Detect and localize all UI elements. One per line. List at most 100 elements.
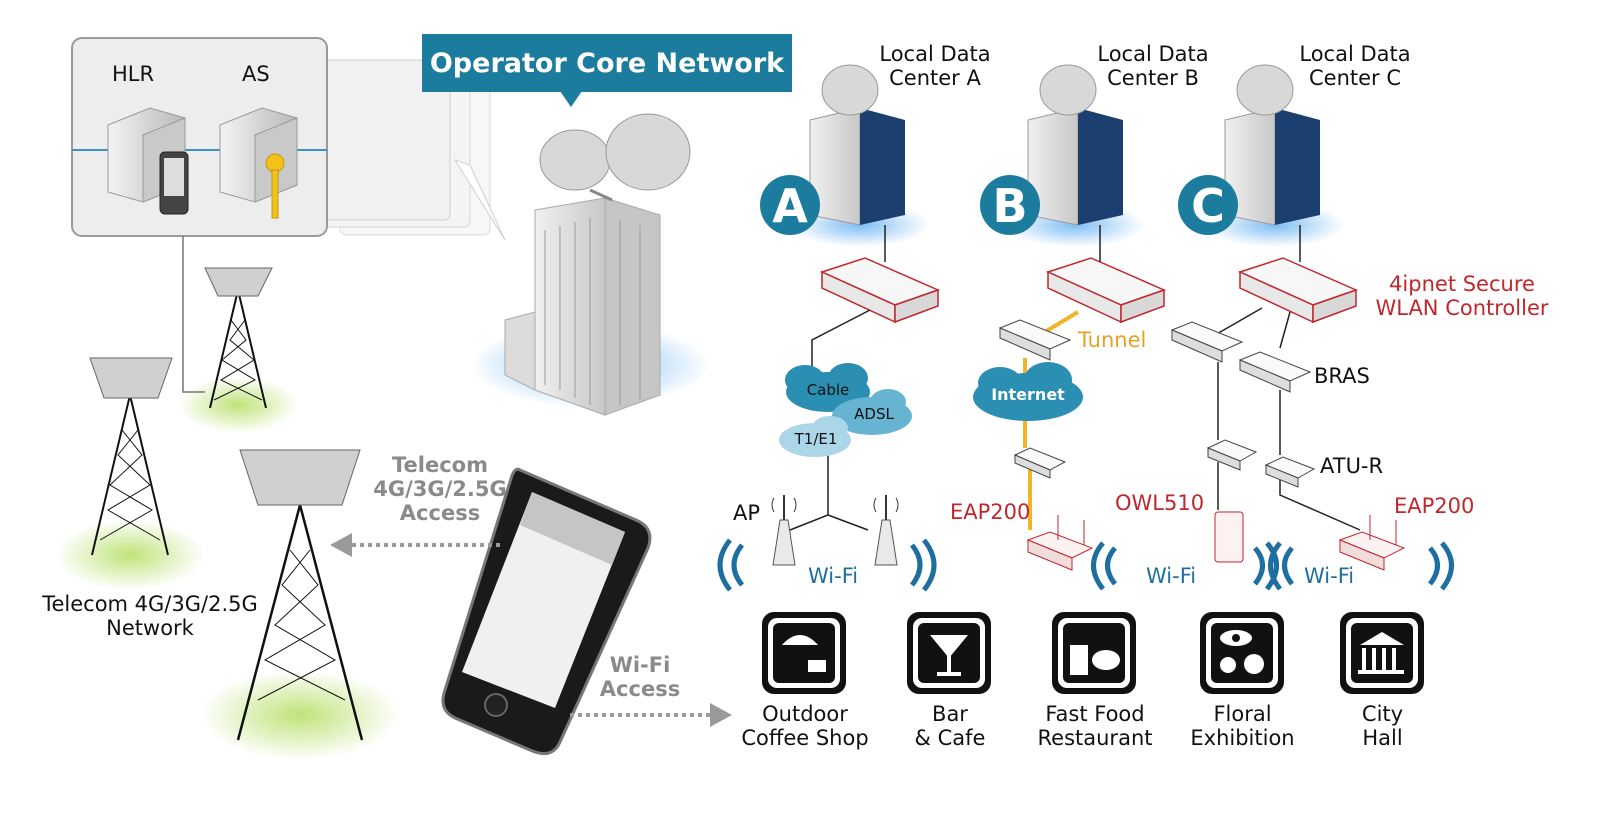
- datacenter-b-letter: B: [992, 179, 1028, 233]
- wifi-label-a: Wi-Fi: [808, 564, 859, 588]
- telecom-access-label: Telecom 4G/3G/2.5G Access: [360, 453, 520, 525]
- network-links: [789, 225, 1361, 531]
- internet-label: Internet: [991, 385, 1065, 404]
- internet-modem-icon: [1013, 447, 1067, 479]
- core-link-line: [182, 236, 205, 393]
- city-hall-icon: [1340, 612, 1424, 694]
- c-switch-icon: [1170, 321, 1244, 363]
- wlan-controller-c-icon: [1237, 257, 1359, 324]
- tunnel-label: Tunnel: [1078, 328, 1147, 352]
- owl510-label: OWL510: [1115, 491, 1205, 515]
- adsl-label: ADSL: [854, 405, 894, 423]
- telecom-access-arrow: [330, 533, 500, 557]
- venue-label-coffee-shop: Outdoor Coffee Shop: [725, 702, 885, 750]
- controller-label-line2: WLAN Controller: [1375, 296, 1549, 321]
- flower-eye-icon: [1200, 612, 1284, 694]
- eap200-right-label: EAP200: [1394, 494, 1475, 518]
- wifi-access-arrow: [570, 703, 732, 727]
- wifi-access-label: Wi-Fi Access: [590, 653, 690, 701]
- venue-cityhall-line1: City: [1361, 702, 1404, 726]
- wifi-waves-b: [1091, 541, 1279, 591]
- callout-pointer: [560, 91, 582, 107]
- venue-fastfood-line2: Restaurant: [1037, 726, 1153, 751]
- datacenter-a-icon: [760, 64, 930, 247]
- datacenter-c-label: Local Data Center C: [1280, 42, 1430, 90]
- datacenter-b-icon: [980, 64, 1145, 247]
- datacenter-c-label-line2: Center C: [1308, 66, 1402, 91]
- controller-label-line1: 4ipnet Secure: [1389, 272, 1535, 296]
- operator-core-network-title: Operator Core Network: [422, 34, 792, 92]
- telecom-tower-large-icon: [200, 449, 400, 760]
- hlr-label: HLR: [112, 62, 155, 86]
- wlan-controller-b-icon: [1045, 257, 1167, 324]
- martini-glass-icon: [907, 612, 991, 694]
- datacenter-b-label: Local Data Center B: [1078, 42, 1228, 90]
- wlan-controller-a-icon: [819, 257, 941, 324]
- bras-label: BRAS: [1314, 364, 1370, 388]
- telecom-tower-medium-icon: [55, 357, 205, 590]
- datacenter-c-letter: C: [1191, 179, 1225, 233]
- as-server-icon: [219, 107, 298, 219]
- datacenter-c-icon: [1178, 64, 1345, 247]
- venue-label-fast-food: Fast Food Restaurant: [1020, 702, 1170, 750]
- fast-food-icon: [1052, 612, 1136, 694]
- telecom-access-line1: Telecom: [392, 453, 488, 477]
- datacenter-b-label-line2: Center B: [1107, 66, 1199, 91]
- datacenter-a-label-line2: Center A: [889, 66, 981, 91]
- ap-left-icon: [771, 495, 797, 566]
- venue-floral-line2: Exhibition: [1190, 726, 1295, 751]
- adsl-cloud: [832, 389, 912, 435]
- core-building-icon: [470, 113, 710, 416]
- tunnel-switch-icon: [998, 319, 1072, 361]
- bras-icon: [1238, 351, 1312, 393]
- eap200-left-icon: [1026, 515, 1094, 571]
- t1e1-label: T1/E1: [794, 430, 838, 448]
- wifi-label-c: Wi-Fi: [1304, 564, 1355, 588]
- controller-label: 4ipnet Secure WLAN Controller: [1362, 272, 1562, 320]
- venue-coffee-line2: Coffee Shop: [741, 726, 869, 751]
- wifi-access-line2: Access: [599, 677, 681, 702]
- venue-coffee-line1: Outdoor: [762, 702, 848, 726]
- telecom-access-line3: Access: [399, 501, 481, 526]
- hlr-server-icon: [107, 107, 189, 215]
- atu-r-modem-icon: [1264, 456, 1316, 488]
- cable-cloud: [785, 363, 870, 412]
- eap200-left-label: EAP200: [950, 500, 1031, 524]
- datacenter-c-label-line1: Local Data: [1299, 42, 1411, 66]
- venue-label-city-hall: City Hall: [1330, 702, 1435, 750]
- smartphone-icon: [441, 467, 652, 756]
- venue-bar-line2: & Cafe: [914, 726, 986, 751]
- datacenter-a-label: Local Data Center A: [860, 42, 1010, 90]
- wifi-waves-a: [717, 538, 937, 592]
- datacenter-b-label-line1: Local Data: [1097, 42, 1209, 66]
- telecom-access-line2: 4G/3G/2.5G: [373, 477, 507, 502]
- as-label: AS: [242, 62, 270, 86]
- cable-label: Cable: [806, 381, 850, 399]
- venue-fastfood-line1: Fast Food: [1045, 702, 1145, 726]
- internet-cloud: [973, 362, 1083, 421]
- venue-floral-line1: Floral: [1213, 702, 1272, 726]
- t1e1-cloud: [779, 416, 851, 457]
- wifi-label-b: Wi-Fi: [1146, 564, 1197, 588]
- wifi-waves-c: [1268, 541, 1454, 591]
- telecom-network-line2: Network: [106, 616, 194, 641]
- ap-label: AP: [733, 501, 761, 525]
- atu-r-label: ATU-R: [1320, 454, 1384, 478]
- venue-label-bar: Bar & Cafe: [880, 702, 1020, 750]
- datacenter-a-label-line1: Local Data: [879, 42, 991, 66]
- coffee-umbrella-icon: [762, 612, 846, 694]
- venue-label-floral: Floral Exhibition: [1170, 702, 1315, 750]
- owl-modem-icon: [1206, 439, 1258, 471]
- venue-bar-line1: Bar: [932, 702, 968, 726]
- owl510-icon: [1214, 511, 1244, 563]
- venue-cityhall-line2: Hall: [1362, 726, 1403, 751]
- telecom-network-label: Telecom 4G/3G/2.5G Network: [20, 592, 280, 640]
- telecom-tower-small-icon: [178, 267, 298, 433]
- datacenter-a-letter: A: [772, 179, 808, 233]
- telecom-network-line1: Telecom 4G/3G/2.5G: [42, 592, 258, 616]
- eap200-right-icon: [1338, 515, 1406, 571]
- wifi-access-line1: Wi-Fi: [609, 653, 671, 677]
- ap-right-icon: [873, 495, 899, 566]
